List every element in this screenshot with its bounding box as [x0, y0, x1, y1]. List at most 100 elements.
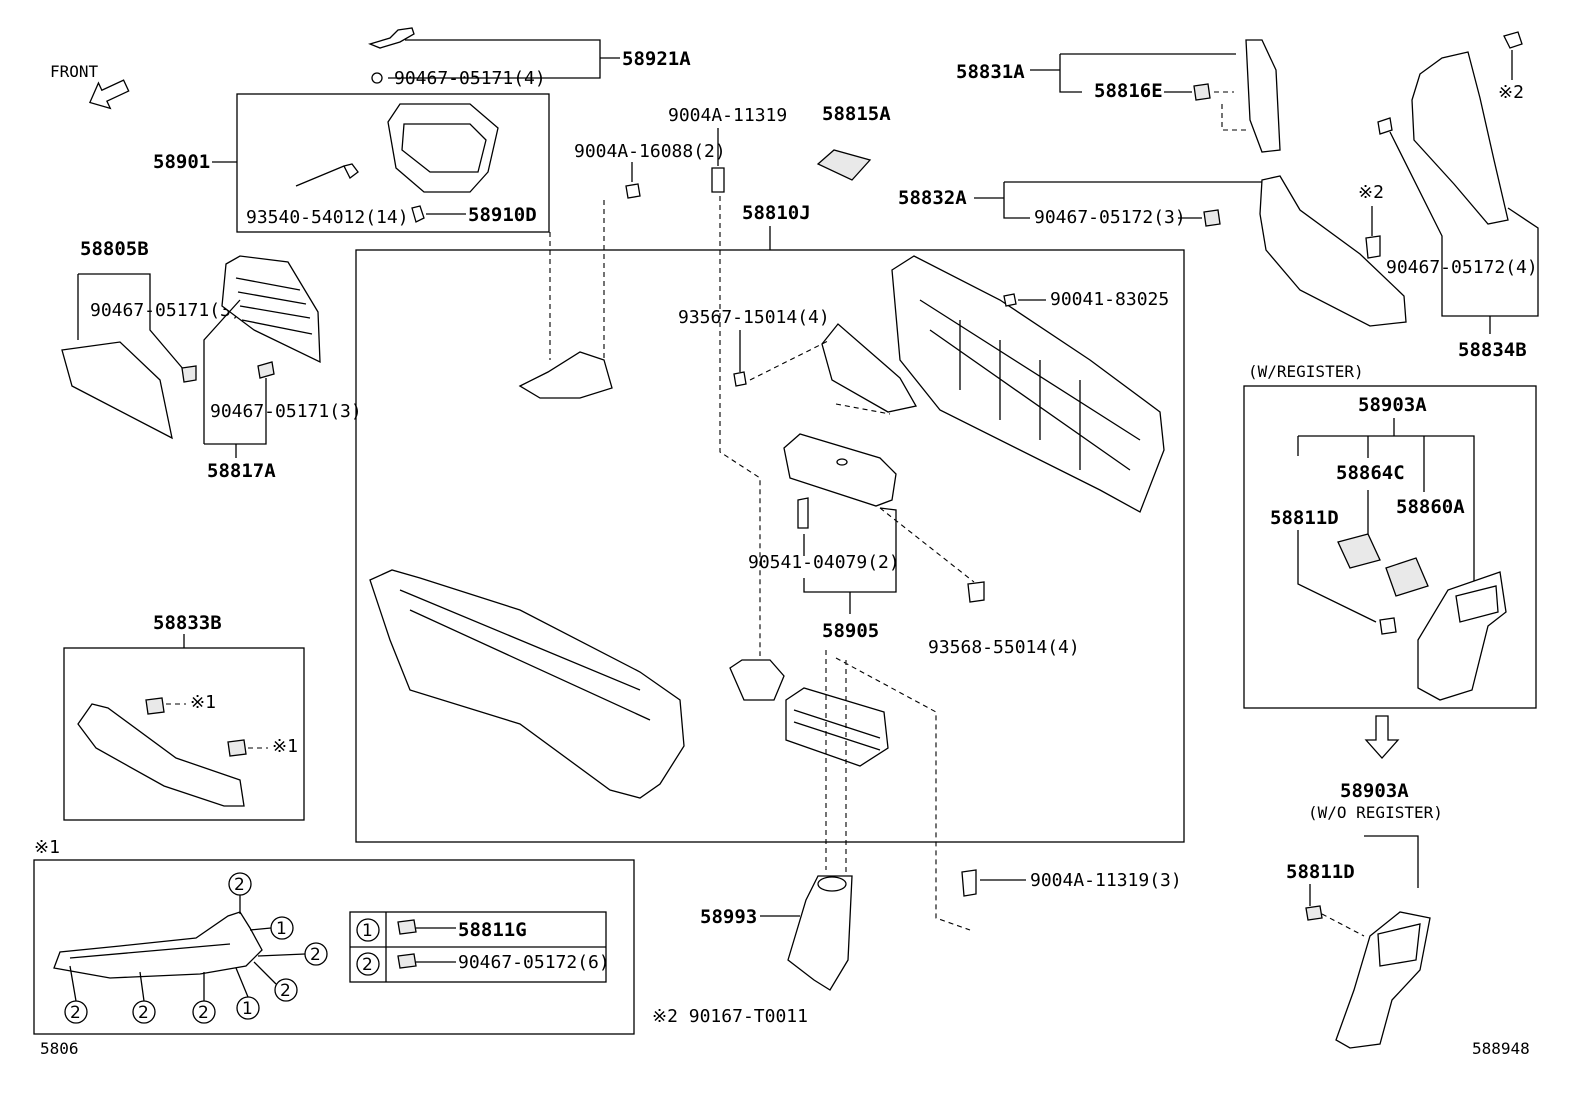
label-58901: 58901	[153, 151, 210, 173]
legend-part-1: 58811G	[458, 919, 527, 941]
part-58834B-icon	[1411, 51, 1509, 225]
console-body-icon	[369, 569, 685, 799]
label-9004A-16088-2: 9004A-16088(2)	[574, 141, 726, 162]
inset-ref: ※1	[34, 837, 60, 858]
label-90467-05171-3b: 90467-05171(3)	[210, 401, 362, 422]
label-58833B: 58833B	[153, 612, 222, 634]
box-w-register	[1243, 385, 1537, 709]
fig-id-left: 5806	[40, 1039, 79, 1058]
label-90467-05171-4: 90467-05171(4)	[394, 68, 546, 89]
clip-icon	[145, 697, 165, 715]
part-58805B-icon	[61, 341, 173, 440]
bracket-icon	[518, 351, 613, 399]
label-58993: 58993	[700, 906, 757, 928]
callout-2: 1	[276, 919, 287, 939]
clip-58910D-icon	[411, 205, 425, 223]
callout-3: 2	[310, 945, 321, 965]
label-58834B: 58834B	[1458, 339, 1527, 361]
callout-7: 2	[198, 1003, 209, 1023]
label-58811D-b: 58811D	[1286, 861, 1355, 883]
front-arrow-icon	[88, 79, 130, 110]
label-90041-83025: 90041-83025	[1050, 289, 1169, 310]
ref1-b: ※1	[272, 736, 298, 757]
label-58815A: 58815A	[822, 103, 891, 125]
armrest-lid-icon	[783, 433, 897, 507]
part-58860A-icon	[1385, 557, 1429, 597]
label-58903A-a: 58903A	[1358, 394, 1427, 416]
part-58817A-icon	[221, 255, 321, 364]
ref2-a: ※2	[1498, 82, 1524, 103]
bolt-icon	[961, 869, 977, 897]
screw-icon	[733, 371, 747, 387]
label-9004A-11319-3: 9004A-11319(3)	[1030, 870, 1182, 891]
screw-icon	[343, 163, 359, 179]
small-bracket-icon	[729, 659, 785, 701]
label-58832A: 58832A	[898, 187, 967, 209]
label-58817A: 58817A	[207, 460, 276, 482]
label-58921A: 58921A	[622, 48, 691, 70]
bezel-no-register-icon	[1335, 911, 1431, 1049]
pad-58815A-icon	[816, 149, 872, 181]
register-bezel-icon	[1417, 571, 1507, 701]
clip-icon	[181, 365, 197, 383]
label-58903A-b: 58903A	[1340, 780, 1409, 802]
note-2: ※2 90167-T0011	[652, 1006, 808, 1027]
hinge-screw-icon	[797, 497, 809, 529]
label-58816E: 58816E	[1094, 80, 1163, 102]
legend-part-2: 90467-05172(6)	[458, 952, 610, 973]
callout-4: 2	[280, 981, 291, 1001]
clip-icon	[1203, 209, 1221, 227]
tray-icon	[785, 687, 889, 767]
bolt-icon	[711, 167, 725, 193]
part-58864C-icon	[1337, 533, 1381, 569]
callout-6: 2	[138, 1003, 149, 1023]
legend-num-1: 1	[362, 921, 373, 941]
fig-id-right: 588948	[1472, 1039, 1530, 1058]
ref2-b: ※2	[1358, 182, 1384, 203]
clip-icon	[1003, 293, 1017, 307]
label-58864C: 58864C	[1336, 462, 1405, 484]
part-58831A-icon	[1245, 39, 1281, 153]
label-90541-04079-2: 90541-04079(2)	[748, 552, 900, 573]
label-58910D: 58910D	[468, 204, 537, 226]
front-label: FRONT	[50, 62, 99, 81]
clip-icon	[227, 739, 247, 757]
ref1-a: ※1	[190, 692, 216, 713]
down-arrow-icon	[1364, 715, 1400, 759]
clip-icon	[1377, 117, 1393, 135]
part-58833B-icon	[77, 703, 245, 807]
bolt-icon	[625, 183, 641, 199]
legend-num-2: 2	[362, 955, 373, 975]
label-9004A-11319: 9004A-11319	[668, 105, 787, 126]
inset-box	[33, 859, 635, 1035]
sub-bracket-icon	[821, 323, 918, 413]
callout-5: 2	[70, 1003, 81, 1023]
clip-icon	[397, 919, 417, 935]
label-58811D-a: 58811D	[1270, 507, 1339, 529]
callout-set: 2 1 2 2 2 2 2 1	[64, 872, 328, 1024]
clip-icon	[1193, 83, 1211, 101]
part-58832A-icon	[1259, 175, 1407, 327]
label-93567-15014-4: 93567-15014(4)	[678, 307, 830, 328]
label-90467-05171-3a: 90467-05171(3)	[90, 300, 242, 321]
label-58805B: 58805B	[80, 238, 149, 260]
wo-register-label: (W/O REGISTER)	[1308, 803, 1443, 822]
label-58860A: 58860A	[1396, 496, 1465, 518]
box-58833B	[63, 647, 305, 821]
label-58810J: 58810J	[742, 202, 811, 224]
inset-part-icon	[53, 911, 263, 979]
part-58901-icon	[387, 103, 499, 193]
label-58831A: 58831A	[956, 61, 1025, 83]
clip-icon	[1503, 31, 1523, 49]
callout-1: 2	[234, 875, 245, 895]
label-93568-55014-4: 93568-55014(4)	[928, 637, 1080, 658]
part-58993-icon	[787, 875, 853, 991]
clip-icon	[1305, 905, 1323, 921]
w-register-label: (W/REGISTER)	[1248, 362, 1364, 381]
label-90467-05172-3: 90467-05172(3)	[1034, 207, 1186, 228]
clip-icon	[371, 72, 383, 84]
box-58810J	[355, 249, 1185, 843]
screw-icon	[967, 581, 985, 603]
